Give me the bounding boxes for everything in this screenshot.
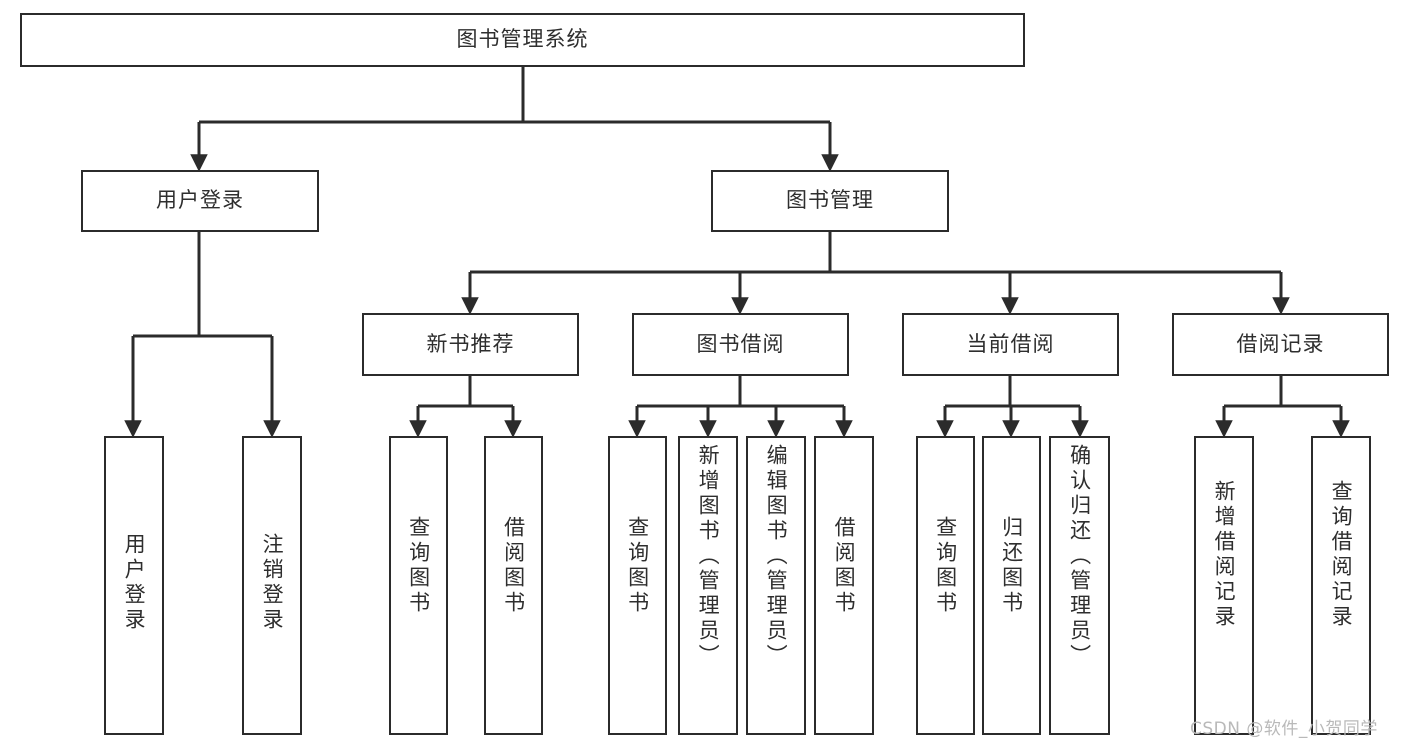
node-leaf-add-book-admin[interactable]: 新增图书（管理员） (678, 436, 738, 735)
node-root[interactable]: 图书管理系统 (20, 13, 1025, 67)
node-leaf-user-login[interactable]: 用户登录 (104, 436, 164, 735)
node-book-borrow-label: 图书借阅 (696, 331, 785, 356)
node-borrow-record[interactable]: 借阅记录 (1172, 313, 1389, 376)
node-leaf-query-borrow-record[interactable]: 查询借阅记录 (1311, 436, 1371, 735)
node-leaf-confirm-return-admin[interactable]: 确认归还（管理员） (1049, 436, 1110, 735)
node-leaf-logout-login-label: 注销登录 (260, 533, 285, 633)
csdn-watermark: CSDN @软件_小贺同学 (1190, 719, 1378, 739)
node-user-login[interactable]: 用户登录 (81, 170, 319, 232)
node-borrow-record-label: 借阅记录 (1236, 331, 1325, 356)
node-leaf-query-borrow-record-label: 查询借阅记录 (1329, 480, 1354, 630)
node-new-book-recommend-label: 新书推荐 (426, 331, 515, 356)
node-leaf-logout-login[interactable]: 注销登录 (242, 436, 302, 735)
node-leaf-query-book-2-label: 查询图书 (625, 516, 650, 616)
node-leaf-add-book-admin-label: 新增图书（管理员） (696, 444, 721, 669)
node-leaf-add-borrow-record-label: 新增借阅记录 (1212, 480, 1237, 630)
node-leaf-borrow-book-2-label: 借阅图书 (832, 516, 857, 616)
node-leaf-borrow-book-1-label: 借阅图书 (501, 516, 526, 616)
node-leaf-user-login-label: 用户登录 (122, 533, 147, 633)
node-current-borrow-label: 当前借阅 (966, 331, 1055, 356)
node-book-management[interactable]: 图书管理 (711, 170, 949, 232)
node-leaf-edit-book-admin[interactable]: 编辑图书（管理员） (746, 436, 806, 735)
node-leaf-add-borrow-record[interactable]: 新增借阅记录 (1194, 436, 1254, 735)
node-book-borrow[interactable]: 图书借阅 (632, 313, 849, 376)
node-leaf-query-book-3[interactable]: 查询图书 (916, 436, 975, 735)
node-user-login-label: 用户登录 (156, 188, 244, 213)
node-leaf-edit-book-admin-label: 编辑图书（管理员） (764, 444, 789, 669)
node-leaf-query-book-1-label: 查询图书 (406, 516, 431, 616)
node-current-borrow[interactable]: 当前借阅 (902, 313, 1119, 376)
node-leaf-query-book-3-label: 查询图书 (933, 516, 958, 616)
node-root-label: 图书管理系统 (456, 27, 589, 52)
node-leaf-borrow-book-1[interactable]: 借阅图书 (484, 436, 543, 735)
node-leaf-query-book-1[interactable]: 查询图书 (389, 436, 448, 735)
node-book-management-label: 图书管理 (786, 188, 874, 213)
node-new-book-recommend[interactable]: 新书推荐 (362, 313, 579, 376)
node-leaf-query-book-2[interactable]: 查询图书 (608, 436, 667, 735)
node-leaf-confirm-return-admin-label: 确认归还（管理员） (1067, 444, 1092, 669)
node-leaf-return-book-label: 归还图书 (999, 516, 1024, 616)
node-leaf-return-book[interactable]: 归还图书 (982, 436, 1041, 735)
node-leaf-borrow-book-2[interactable]: 借阅图书 (814, 436, 874, 735)
